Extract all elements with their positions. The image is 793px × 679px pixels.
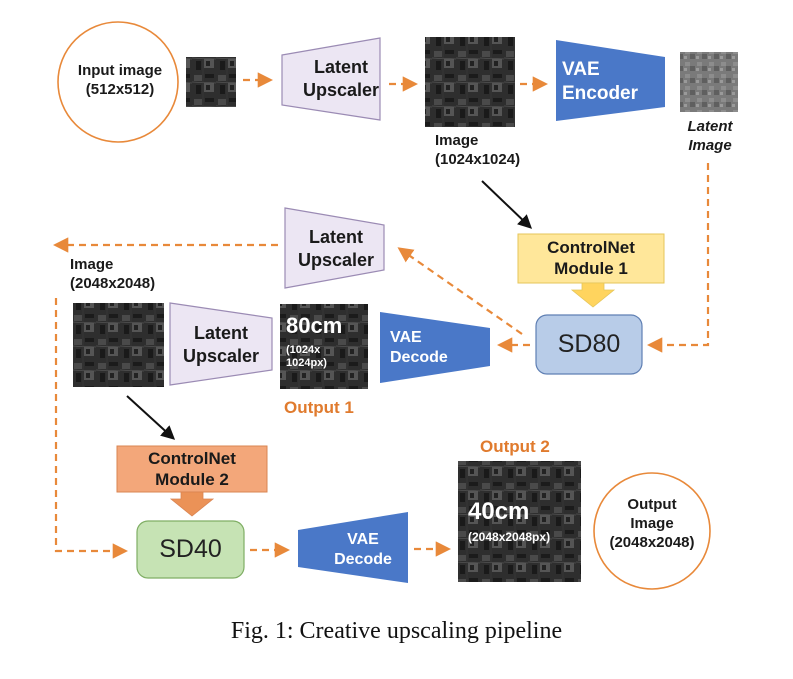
output-1-line1: (1024x [286, 343, 321, 356]
image-2048-thumbnail [73, 303, 164, 387]
image-2048-line2: (2048x2048) [70, 274, 156, 292]
latent-upscaler-3-line1: Latent [194, 323, 248, 343]
vae-decode-1-block [380, 312, 490, 383]
output-image-label: Output Image (2048x2048) [598, 496, 706, 552]
controlnet-1-label: ControlNet Module 1 [518, 237, 664, 280]
figure-caption: Fig. 1: Creative upscaling pipeline [230, 618, 563, 644]
output-1-title-text: Output 1 [284, 398, 354, 417]
image-1024-line1: Image [435, 132, 479, 149]
image-1024-line2: (1024x1024) [435, 150, 521, 168]
latent-upscaler-3-label: Latent Upscaler [172, 322, 270, 367]
output-2-res: 40cm [468, 498, 530, 525]
controlnet-2-line1: ControlNet [148, 449, 236, 468]
controlnet-2-label: ControlNet Module 2 [117, 448, 267, 491]
controlnet-2-line2: Module 2 [155, 470, 229, 490]
input-image-thumbnail [186, 57, 236, 107]
output-2-overlay: 40cm (2048x2048px) [468, 497, 550, 545]
latent-upscaler-2-label: Latent Upscaler [290, 226, 382, 271]
output-1-line2: 1024px) [286, 357, 327, 370]
input-image-line2: (512x512) [85, 80, 155, 98]
output-2-title: Output 2 [480, 436, 550, 457]
latent-upscaler-1-line1: Latent [314, 57, 368, 77]
arrow-loop-to-sd40 [54, 298, 129, 559]
latent-upscaler-2-line2: Upscaler [297, 249, 375, 270]
output-image-line3: (2048x2048) [609, 533, 695, 551]
sd40-label: SD40 [137, 534, 244, 565]
latent-image-label: Latent Image [672, 118, 748, 156]
output-1-res: 80cm [286, 313, 343, 338]
output-1-overlay: 80cm (1024x 1024px) [286, 312, 342, 371]
latent-upscaler-1-label: Latent Upscaler [300, 56, 382, 101]
input-image-line1: Input image [77, 62, 163, 79]
latent-image-thumbnail [680, 52, 738, 112]
output-image-line2: Image [630, 514, 674, 532]
arrow-image2048-to-controlnet2 [126, 395, 176, 440]
vae-decode-2-line2: Decode [334, 551, 392, 568]
input-image-label: Input image (512x512) [68, 62, 172, 100]
controlnet-1-line2: Module 1 [554, 259, 628, 279]
vae-encoder-line1: VAE [562, 59, 600, 80]
controlnet-2-block [116, 445, 268, 493]
output-1-thumbnail [280, 304, 368, 389]
vae-encoder-label: VAE Encoder [562, 58, 638, 106]
latent-upscaler-3-block [169, 302, 273, 386]
output-1-title: Output 1 [284, 397, 354, 418]
output-2-title-text: Output 2 [480, 437, 550, 456]
latent-upscaler-3-line2: Upscaler [182, 345, 260, 366]
sd80-block [535, 314, 643, 375]
output-image-line1: Output [627, 496, 677, 513]
latent-image-line1: Latent [687, 118, 733, 135]
input-image-node [57, 21, 179, 143]
image-2048-line1: Image [70, 256, 114, 273]
latent-upscaler-2-block [284, 207, 385, 289]
image-1024-label: Image (1024x1024) [435, 132, 520, 170]
controlnet-1-arrow [570, 282, 616, 308]
vae-decode-2-block [298, 512, 408, 583]
latent-upscaler-2-line1: Latent [309, 227, 363, 247]
vae-decode-1-line2: Decode [390, 349, 448, 366]
sd40-block [136, 520, 245, 579]
arrow-image1024-to-controlnet1 [481, 180, 533, 229]
image-2048-label: Image (2048x2048) [70, 256, 155, 294]
controlnet-2-arrow [169, 491, 215, 517]
vae-encoder-line2: Encoder [562, 82, 639, 104]
sd40-text: SD40 [159, 535, 222, 563]
vae-decode-2-line1: VAE [347, 531, 379, 548]
vae-encoder-block [556, 40, 665, 121]
arrow-sd80-to-upscaler2 [397, 247, 523, 335]
sd80-text: SD80 [557, 330, 621, 358]
controlnet-1-line1: ControlNet [547, 238, 635, 257]
vae-decode-1-line1: VAE [390, 329, 422, 346]
output-2-px: (2048x2048px) [468, 530, 551, 544]
latent-upscaler-1-line2: Upscaler [302, 79, 380, 100]
output-2-thumbnail [458, 461, 581, 582]
vae-decode-1-label: VAE Decode [390, 328, 448, 368]
vae-decode-2-label: VAE Decode [326, 530, 400, 570]
output-image-node [593, 472, 711, 590]
arrow-latent-to-sd80 [646, 163, 710, 353]
sd80-label: SD80 [536, 329, 642, 360]
latent-image-line2: Image [688, 136, 732, 154]
image-1024-thumbnail [425, 37, 515, 127]
latent-upscaler-1-block [281, 37, 381, 121]
